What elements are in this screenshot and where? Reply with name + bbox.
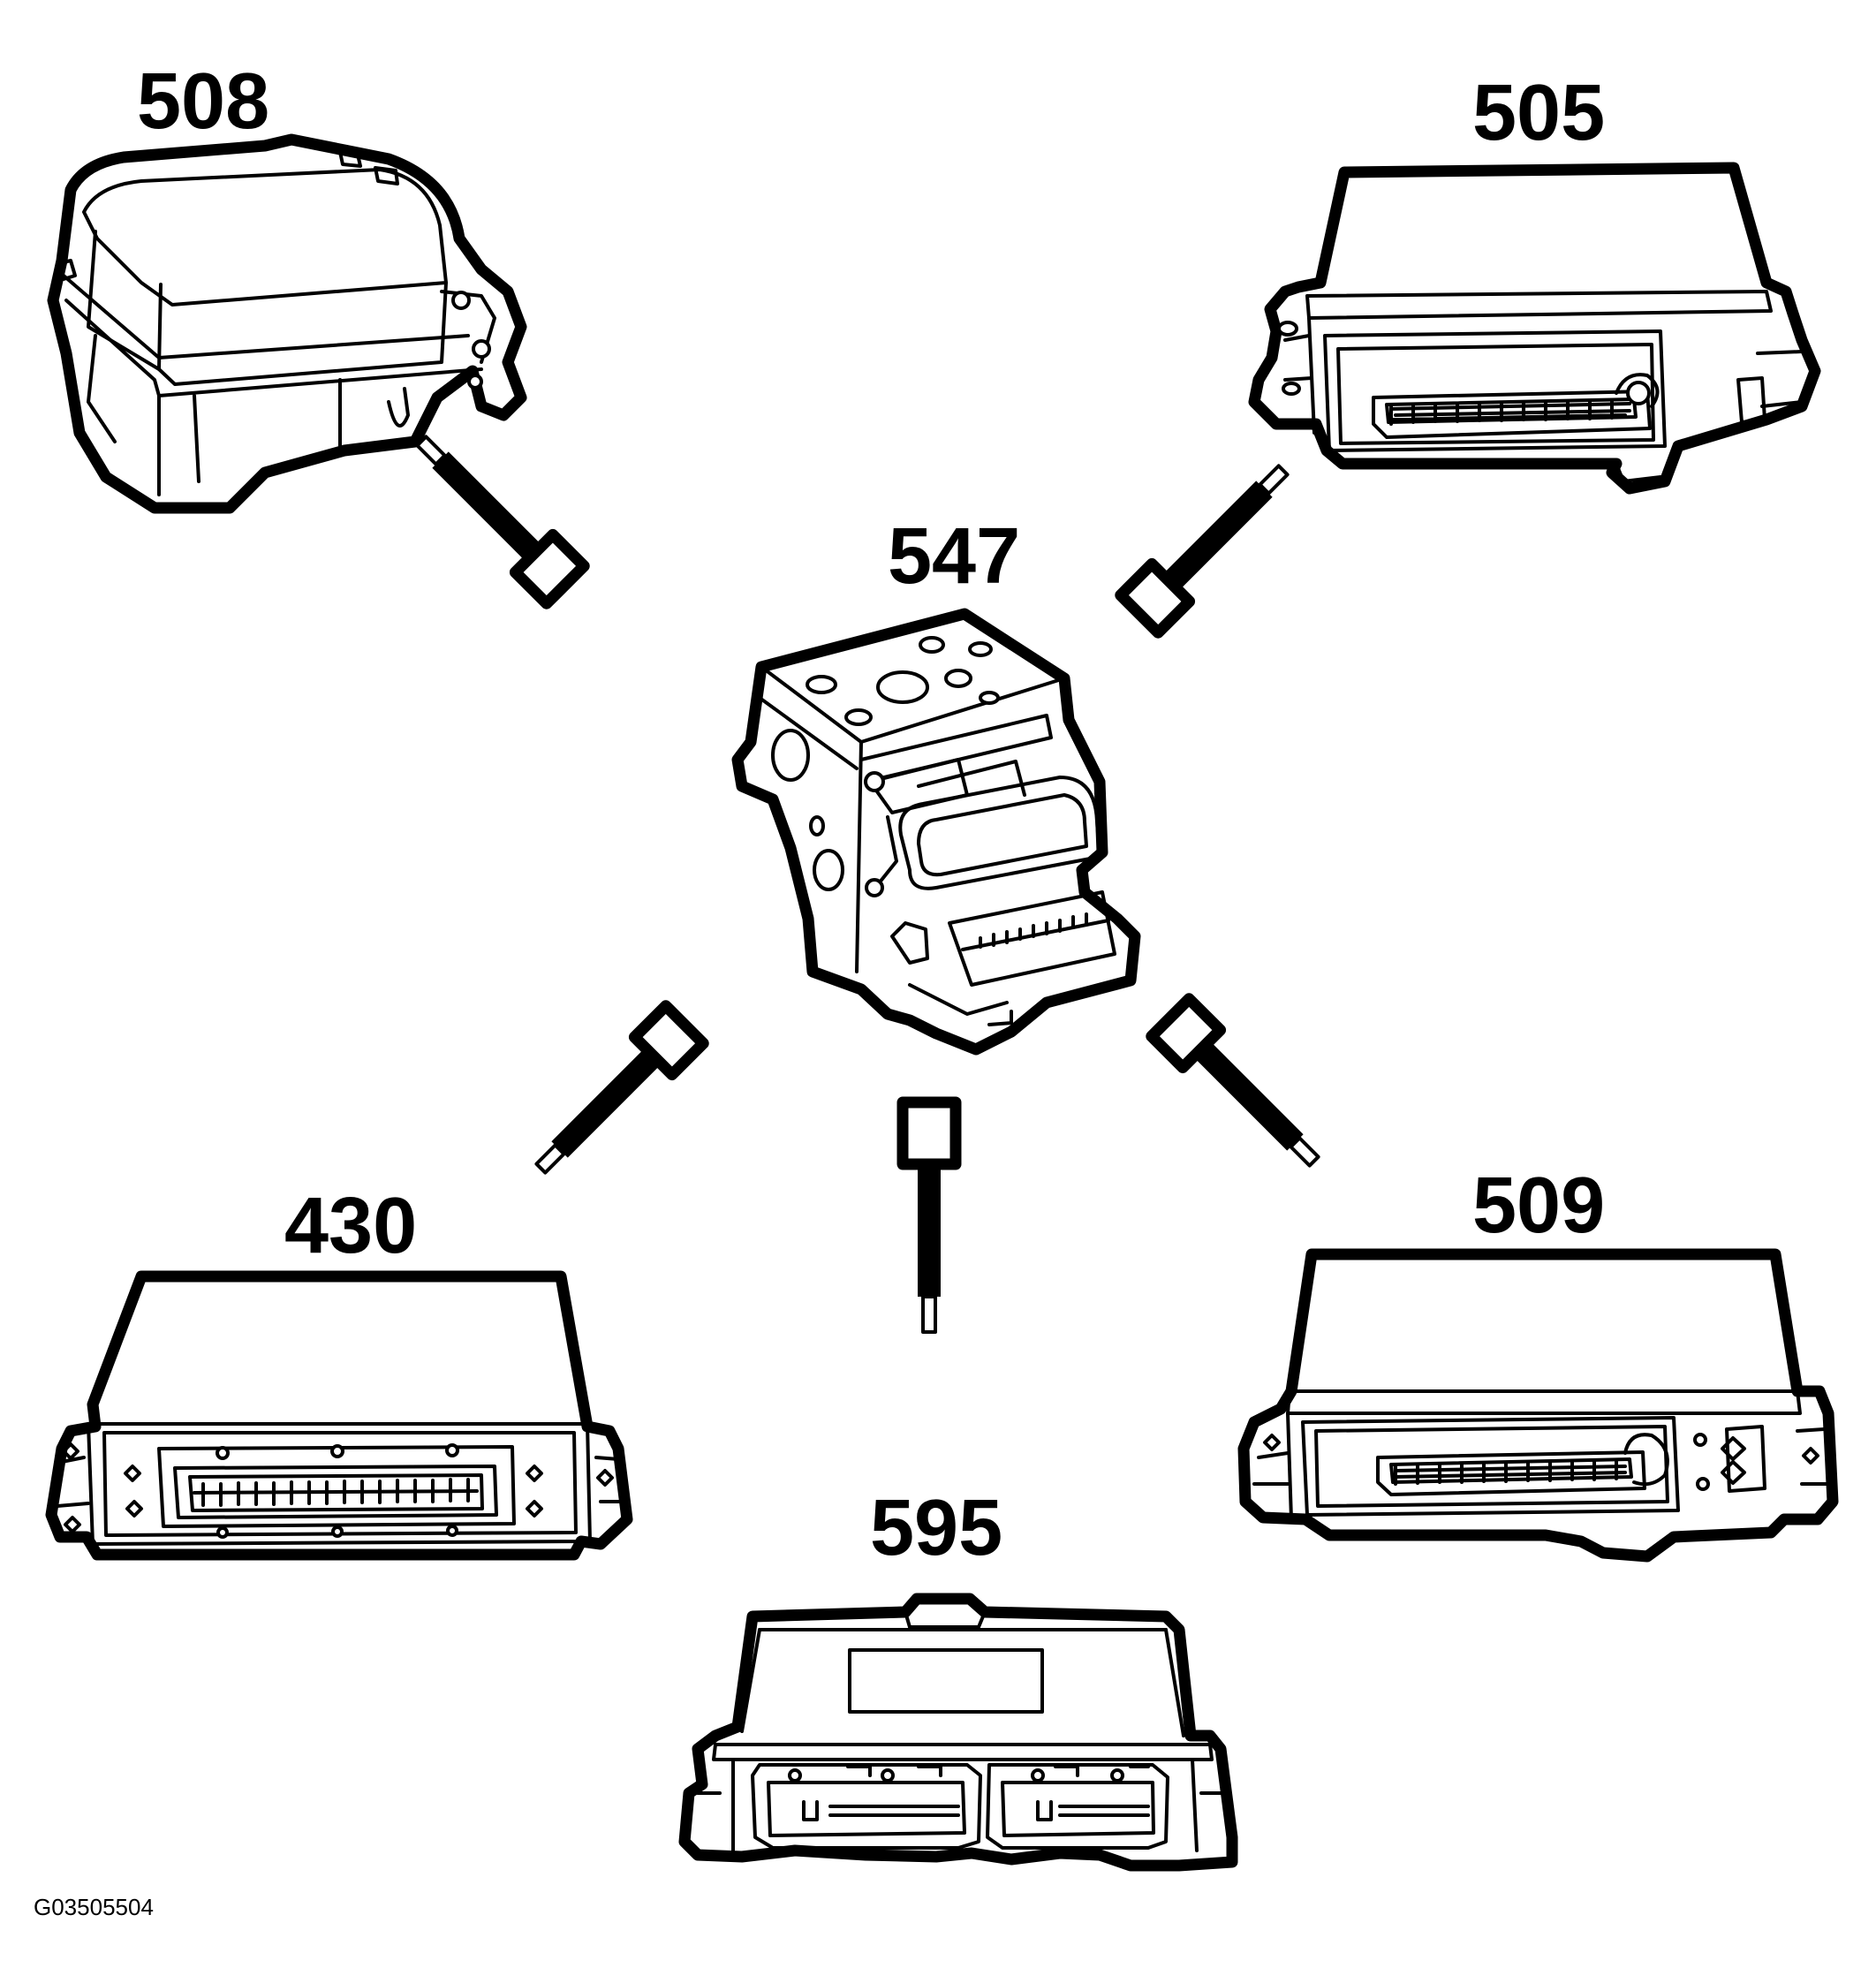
connector-547-509: [1146, 993, 1320, 1168]
connector-547-505: [1115, 464, 1290, 639]
label-508: 508: [137, 57, 269, 146]
figure-reference: G03505504: [34, 1894, 154, 1920]
module-508: [47, 133, 527, 514]
module-509: [1237, 1248, 1839, 1563]
module-547: [731, 608, 1141, 1056]
label-430: 430: [284, 1182, 417, 1270]
module-430: [45, 1270, 633, 1561]
label-547: 547: [888, 512, 1020, 601]
module-595: [678, 1593, 1238, 1872]
connector-547-430: [534, 1000, 709, 1175]
module-505: [1248, 162, 1821, 495]
label-505: 505: [1472, 69, 1605, 157]
label-595: 595: [870, 1484, 1002, 1572]
connector-547-595: [896, 1096, 962, 1334]
connector-547-508: [415, 435, 590, 609]
label-509: 509: [1472, 1162, 1605, 1250]
